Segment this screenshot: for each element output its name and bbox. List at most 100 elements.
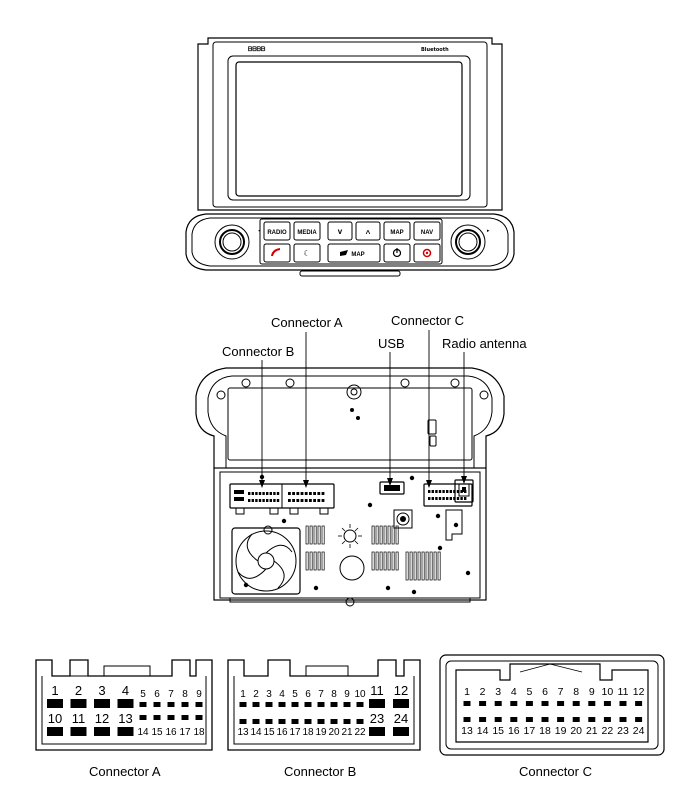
- brand-logo: ᗷᗷᗷᗷ: [248, 46, 266, 53]
- connector-b-pin-cavity: [278, 719, 286, 724]
- connector-b-pin-label: 4: [279, 689, 285, 700]
- button-power[interactable]: [383, 243, 411, 263]
- connector-a-pin-label: 14: [137, 727, 149, 738]
- connector-b-pin-label: 1: [240, 689, 246, 700]
- connector-a-pin-label: 12: [95, 711, 109, 726]
- button-nav[interactable]: NAV: [413, 221, 441, 241]
- connector-c-pin-cavity: [603, 717, 611, 722]
- svg-text:v: v: [338, 227, 343, 236]
- svg-text:RADIO: RADIO: [267, 230, 287, 236]
- connector-b-pin-cavity: [278, 702, 286, 707]
- connector-c-pin-cavity: [572, 717, 580, 722]
- connector-b-pin-cavity: [304, 719, 312, 724]
- connector-b-pin-cavity: [239, 702, 247, 707]
- connector-b-pin-cavity: [291, 702, 299, 707]
- connector-a-pin-label: 17: [179, 727, 191, 738]
- connector-a-pin-cavity: [153, 702, 161, 707]
- connector-b-pin-cavity: [343, 702, 351, 707]
- connector-c-pin-cavity: [619, 717, 627, 722]
- button-media[interactable]: MEDIA: [293, 221, 321, 241]
- connector-c-pin-label: 7: [558, 686, 564, 698]
- connector-a-pin-label: 10: [48, 711, 62, 726]
- connector-c-pin-cavity: [588, 701, 596, 706]
- connector-a-pin-label: 13: [118, 711, 132, 726]
- connector-b-pin-label: 5: [292, 689, 298, 700]
- button-phone[interactable]: [263, 243, 291, 263]
- connector-b-pin-cavity: [252, 719, 260, 724]
- connector-b-caption: Connector B: [284, 764, 356, 779]
- connector-a-pin-cavity: [139, 715, 147, 720]
- connector-b-pin-cavity: [317, 719, 325, 724]
- connector-c-pin-label: 16: [508, 725, 520, 737]
- connector-b-pin-cavity: [356, 719, 364, 724]
- callouts: Connector A Connector B Connector C USB …: [222, 313, 527, 488]
- connector-b-pin-cavity: [369, 727, 385, 736]
- connector-c-pin-label: 6: [542, 686, 548, 698]
- connector-a-pin-cavity: [181, 702, 189, 707]
- connector-a-pin-cavity: [153, 715, 161, 720]
- head-unit-front-view: ᗷᗷᗷᗷ Bluetooth ◂ ▸ RADIO MEDIA: [185, 37, 515, 277]
- connector-a-pin-label: 18: [193, 727, 205, 738]
- connector-b-pin-cavity: [343, 719, 351, 724]
- button-seek-up[interactable]: ^: [355, 221, 381, 241]
- connector-b-pin-label: 20: [328, 727, 340, 738]
- connector-b-pin-label: 19: [315, 727, 327, 738]
- connector-b-pin-label: 16: [276, 727, 288, 738]
- connector-b-pin-label: 6: [305, 689, 311, 700]
- connector-b-pin-label: 15: [263, 727, 275, 738]
- connector-c-pin-label: 14: [477, 725, 489, 737]
- connector-c-pin-label: 24: [633, 725, 645, 737]
- connector-c-pin-label: 2: [480, 686, 486, 698]
- svg-text:NAV: NAV: [421, 230, 433, 236]
- callout-connector-a: Connector A: [271, 315, 343, 330]
- connector-a-pin-label: 4: [122, 683, 129, 698]
- connector-b-pin-label: 23: [370, 711, 384, 726]
- connector-c-pin-cavity: [525, 717, 533, 722]
- phone-icon: [271, 248, 281, 257]
- connector-b-pin-label: 10: [354, 689, 366, 700]
- connector-c-pin-cavity: [494, 717, 502, 722]
- svg-text:MAP: MAP: [390, 230, 403, 236]
- connector-b-pin-label: 17: [289, 727, 301, 738]
- connector-a-pin-label: 7: [168, 689, 174, 700]
- button-seek-map[interactable]: MAP: [327, 243, 381, 263]
- connector-c-pin-label: 23: [617, 725, 629, 737]
- connector-c-pin-cavity: [479, 717, 487, 722]
- svg-text:^: ^: [366, 229, 371, 238]
- bluetooth-label: Bluetooth: [421, 47, 449, 53]
- svg-text:MEDIA: MEDIA: [297, 230, 317, 236]
- connector-b-pin-cavity: [291, 719, 299, 724]
- connector-a-pin-cavity: [139, 702, 147, 707]
- connector-b-pin-cavity: [369, 699, 385, 708]
- connector-c-pin-cavity: [525, 701, 533, 706]
- connector-a-pin-cavity: [47, 727, 63, 736]
- button-settings[interactable]: [413, 243, 441, 263]
- tune-knob-icon[interactable]: [450, 224, 486, 260]
- button-seek-down[interactable]: v: [327, 221, 353, 241]
- connector-c-pin-cavity: [541, 701, 549, 706]
- settings-icon: [422, 248, 432, 258]
- button-radio[interactable]: RADIO: [263, 221, 291, 241]
- connector-c-pin-label: 18: [539, 725, 551, 737]
- connector-b-pin-label: 8: [331, 689, 337, 700]
- connector-a-pin-label: 15: [151, 727, 163, 738]
- connector-b-pin-cavity: [265, 702, 273, 707]
- connector-a-caption: Connector A: [89, 764, 161, 779]
- connector-c-pin-label: 19: [555, 725, 567, 737]
- connector-a-pin-cavity: [195, 715, 203, 720]
- button-map[interactable]: MAP: [383, 221, 411, 241]
- connector-a-pin-label: 9: [196, 689, 202, 700]
- button-display[interactable]: ☾: [293, 243, 321, 263]
- connector-c-pin-label: 13: [461, 725, 473, 737]
- connector-b-pin-label: 14: [250, 727, 262, 738]
- connector-a-pin-cavity: [117, 727, 134, 736]
- connector-c-pin-cavity: [619, 701, 627, 706]
- connector-b-pin-label: 12: [394, 683, 408, 698]
- connector-b-pin-cavity: [265, 719, 273, 724]
- connector-b-pin-label: 7: [318, 689, 324, 700]
- connector-c-pin-cavity: [463, 717, 471, 722]
- connector-a-pin-cavity: [167, 715, 175, 720]
- volume-knob-icon[interactable]: [214, 224, 250, 260]
